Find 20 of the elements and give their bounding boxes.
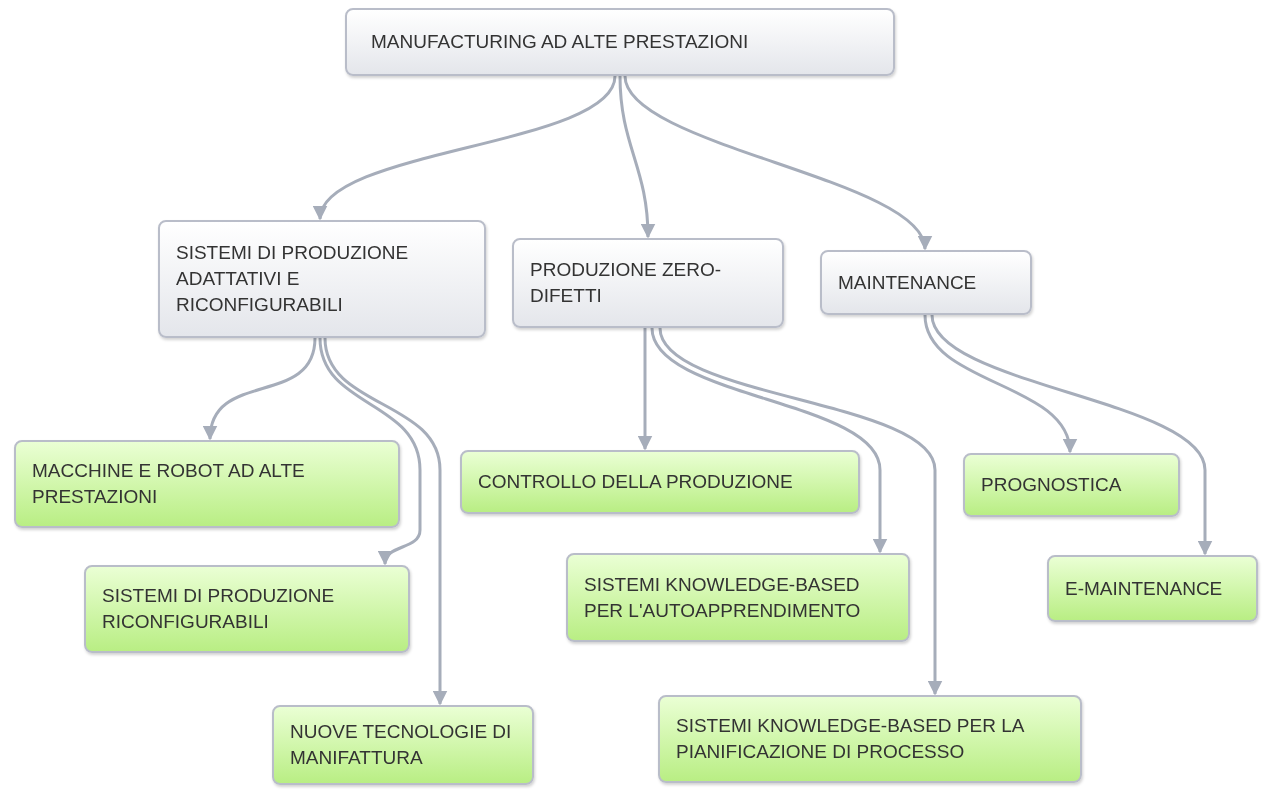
concept-box: SISTEMI DI PRODUZIONE RICONFIGURABILI: [84, 565, 410, 653]
concept-box: PRODUZIONE ZERO-DIFETTI: [512, 238, 784, 328]
concept-box: E-MAINTENANCE: [1047, 555, 1258, 622]
connector-arrow: [637, 328, 653, 451]
concept-box: MAINTENANCE: [820, 250, 1032, 315]
concept-box: SISTEMI DI PRODUZIONE ADATTATIVI E RICONFIGURABILI: [158, 220, 486, 338]
concept-box: CONTROLLO DELLA PRODUZIONE: [460, 450, 860, 514]
connector-arrow: [204, 337, 317, 441]
concept-box: SISTEMI KNOWLEDGE-BASED PER LA PIANIFICAZIONE DI PROCESSO: [658, 695, 1082, 783]
connector-arrow: [318, 337, 422, 566]
concept-box: PROGNOSTICA: [963, 453, 1180, 517]
connector-arrow: [923, 314, 1075, 454]
concept-box: MANUFACTURING AD ALTE PRESTAZIONI: [345, 8, 895, 76]
concept-box: NUOVE TECNOLOGIE DI MANIFATTURA: [272, 705, 534, 785]
connector-arrow: [323, 337, 448, 706]
connector-arrow: [658, 327, 943, 696]
concept-box: MACCHINE E ROBOT AD ALTE PRESTAZIONI: [14, 440, 400, 528]
connector-arrow: [650, 327, 888, 554]
connector-arrow: [930, 314, 1213, 556]
concept-box: SISTEMI KNOWLEDGE-BASED PER L'AUTOAPPRENDIMENTO: [566, 553, 910, 642]
